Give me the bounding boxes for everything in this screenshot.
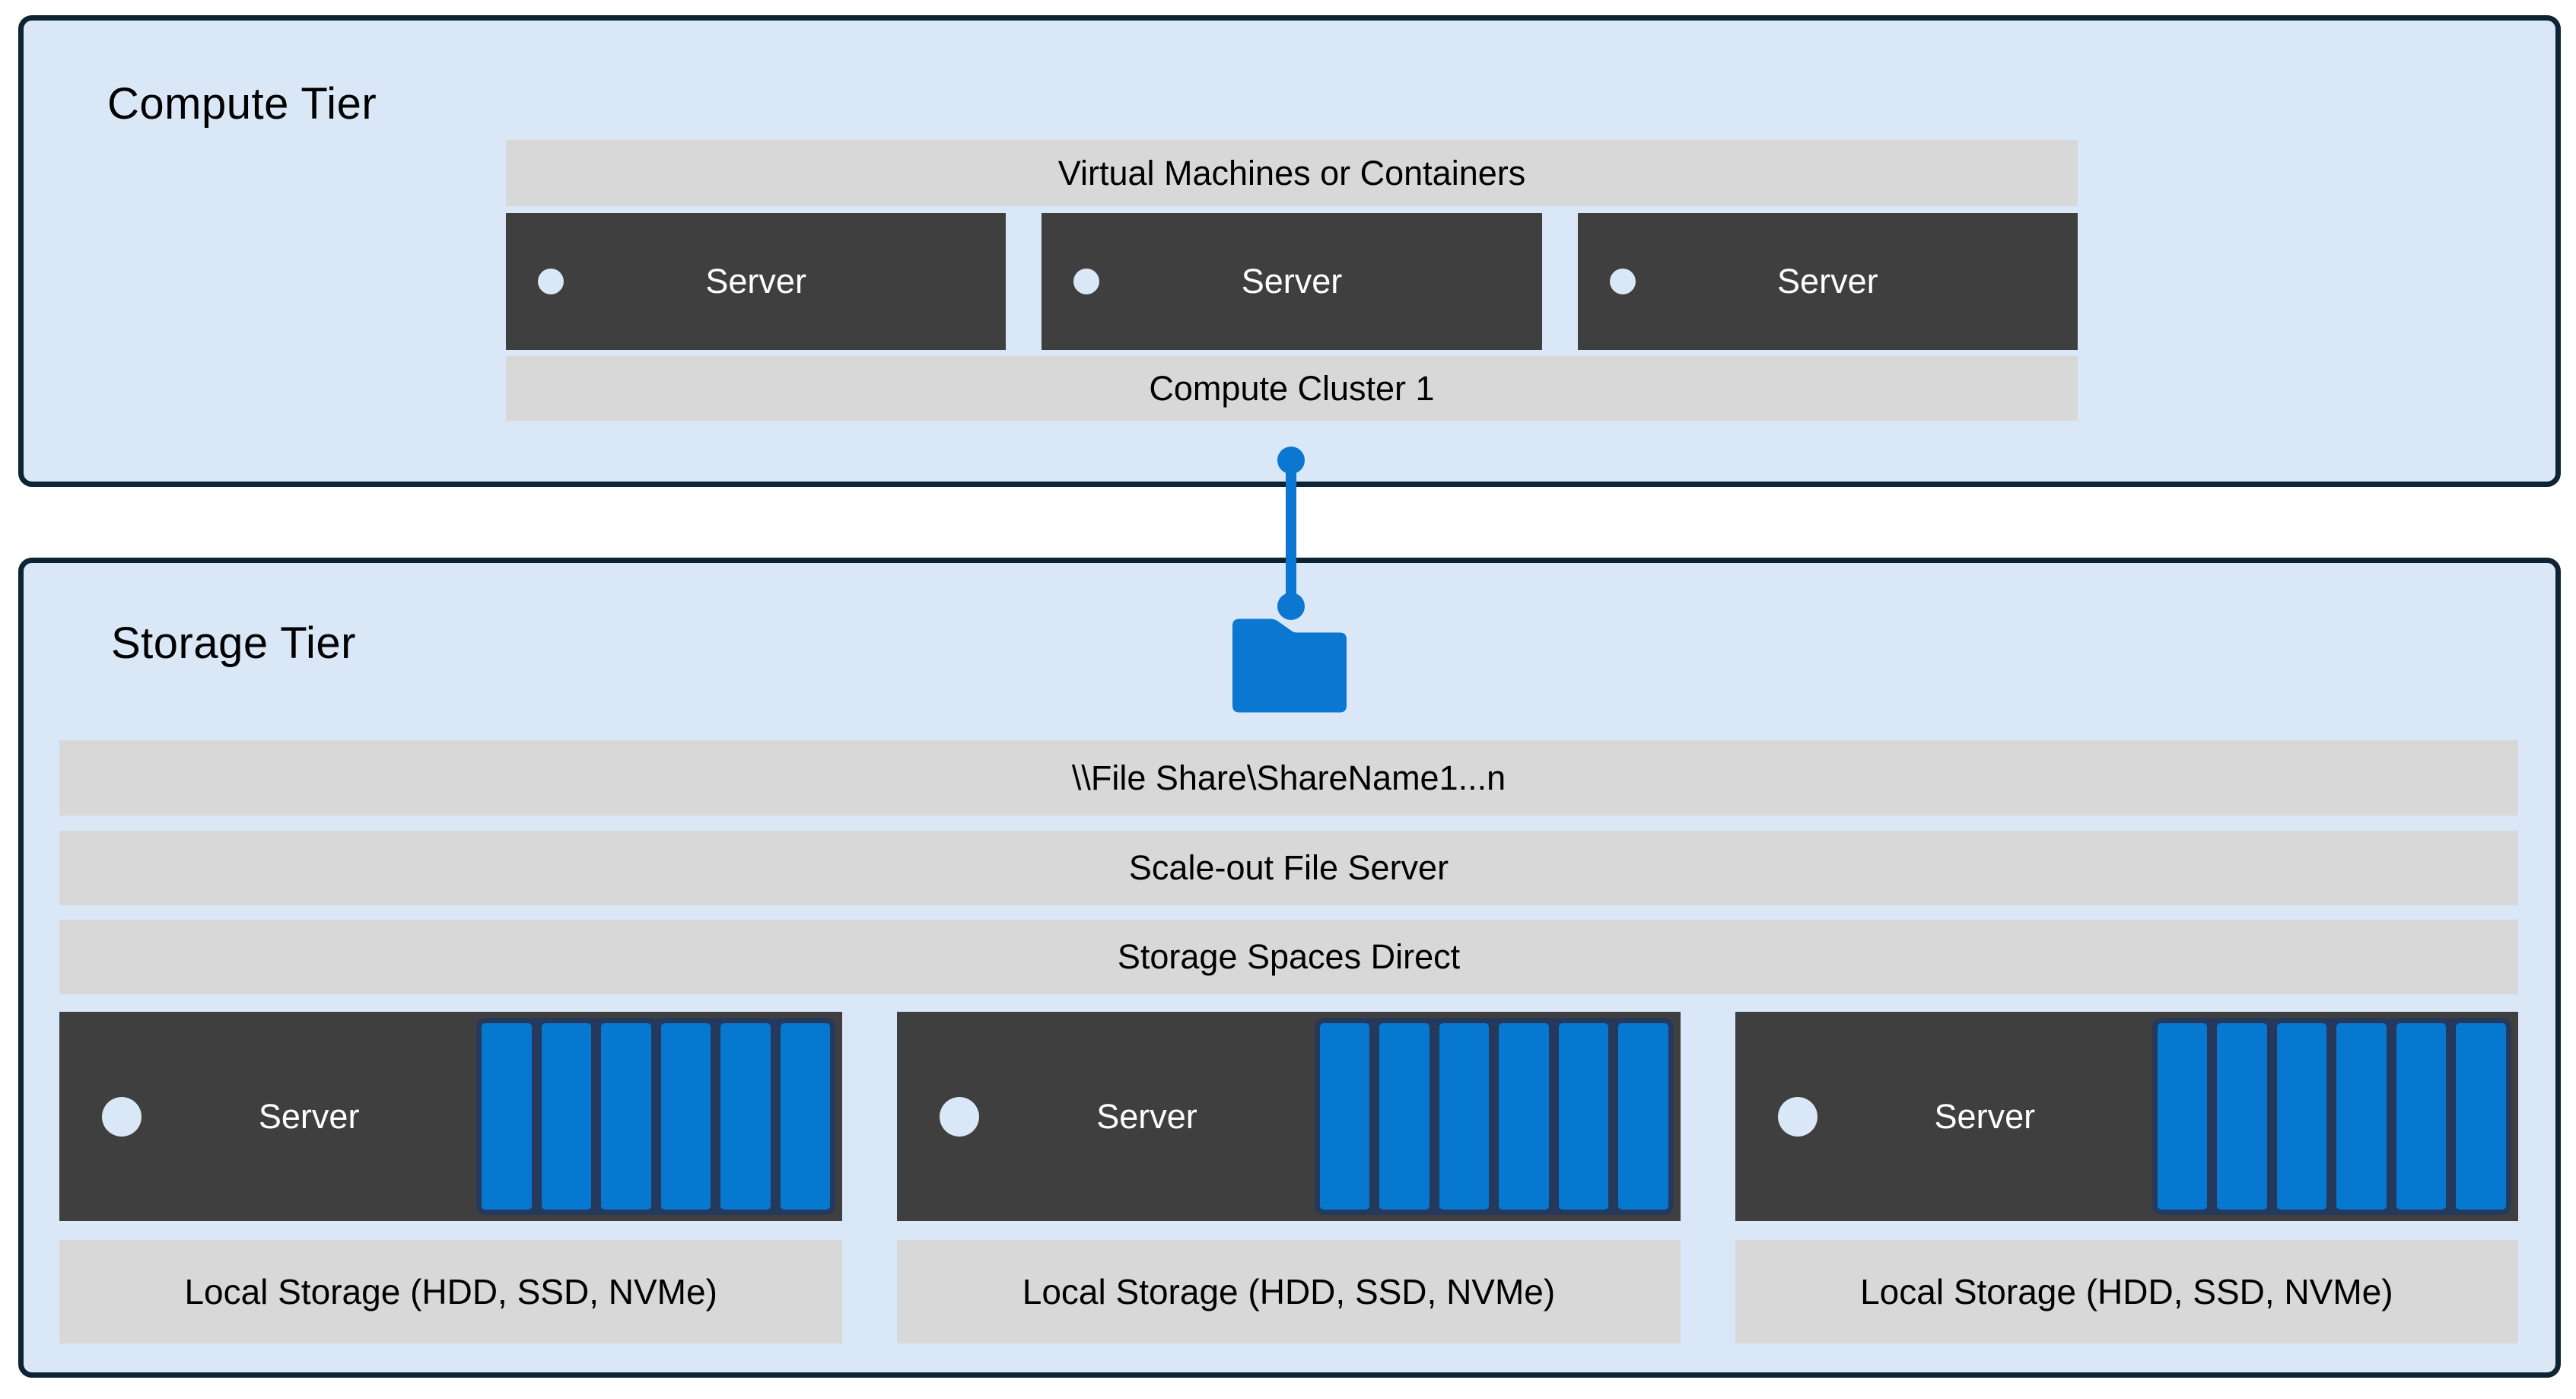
local-storage-row: Local Storage (HDD, SSD, NVMe) Local Sto… [59, 1240, 2518, 1343]
server-label: Server [1934, 1096, 2036, 1136]
connector-endpoint-bottom-dot [1277, 593, 1305, 620]
file-share-path-label: \\File Share\ShareName1...n [1071, 758, 1506, 797]
local-storage-label: Local Storage (HDD, SSD, NVMe) [1022, 1272, 1556, 1312]
server-led-dot [1777, 1096, 1818, 1137]
disk [2396, 1023, 2447, 1210]
compute-server-1: Server [506, 213, 1007, 350]
disk [1439, 1023, 1490, 1210]
local-storage-bar-1: Local Storage (HDD, SSD, NVMe) [59, 1240, 843, 1343]
server-led-dot [940, 1096, 980, 1137]
server-led-dot [538, 269, 564, 294]
local-storage-bar-2: Local Storage (HDD, SSD, NVMe) [897, 1240, 1681, 1343]
disk [541, 1023, 592, 1210]
server-label: Server [705, 262, 806, 300]
disk [1319, 1023, 1370, 1210]
disk [2456, 1023, 2506, 1210]
storage-tier-title: Storage Tier [111, 618, 356, 668]
disk [1499, 1023, 1549, 1210]
disk [1558, 1023, 1609, 1210]
disk [2217, 1023, 2267, 1210]
storage-spaces-direct-label: Storage Spaces Direct [1117, 937, 1461, 976]
server-led-dot [102, 1096, 142, 1137]
disk [2336, 1023, 2387, 1210]
file-share-folder-icon [1226, 618, 1353, 714]
compute-cluster-bar-label: Compute Cluster 1 [1149, 368, 1435, 408]
disk [660, 1023, 711, 1210]
storage-server-row: Server Server Server [59, 1012, 2518, 1221]
disk [720, 1023, 771, 1210]
disk-group [1314, 1018, 1674, 1215]
server-label: Server [1096, 1096, 1197, 1136]
disk [1379, 1023, 1430, 1210]
server-label: Server [1241, 262, 1343, 300]
server-label: Server [258, 1096, 360, 1136]
tier-connector-line [1286, 460, 1296, 607]
storage-spaces-direct-bar: Storage Spaces Direct [59, 920, 2518, 994]
compute-tier-box: Compute Tier Virtual Machines or Contain… [18, 15, 2561, 487]
server-led-dot [1609, 269, 1636, 294]
virtual-machines-bar: Virtual Machines or Containers [506, 140, 2078, 206]
compute-tier-title: Compute Tier [107, 79, 377, 129]
compute-server-3: Server [1577, 213, 2078, 350]
disk [2157, 1023, 2208, 1210]
storage-server-2: Server [897, 1012, 1681, 1221]
compute-server-2: Server [1042, 213, 1542, 350]
local-storage-label: Local Storage (HDD, SSD, NVMe) [1860, 1272, 2393, 1312]
virtual-machines-bar-label: Virtual Machines or Containers [1057, 153, 1526, 192]
compute-cluster-bar: Compute Cluster 1 [506, 356, 2078, 421]
disk-group [2151, 1018, 2511, 1215]
disk [601, 1023, 651, 1210]
connector-endpoint-top-dot [1277, 447, 1305, 474]
compute-server-row: Server Server Server [506, 213, 2078, 350]
disk [1618, 1023, 1668, 1210]
disk [780, 1023, 831, 1210]
disk [2276, 1023, 2327, 1210]
local-storage-label: Local Storage (HDD, SSD, NVMe) [184, 1272, 717, 1312]
storage-server-3: Server [1735, 1012, 2518, 1221]
scale-out-file-server-bar: Scale-out File Server [59, 831, 2518, 905]
scale-out-file-server-label: Scale-out File Server [1128, 848, 1449, 887]
storage-server-1: Server [59, 1012, 843, 1221]
server-led-dot [1073, 269, 1100, 294]
disk [482, 1023, 532, 1210]
disk-group [476, 1018, 836, 1215]
server-label: Server [1777, 262, 1878, 300]
local-storage-bar-3: Local Storage (HDD, SSD, NVMe) [1735, 1240, 2518, 1343]
file-share-path-bar: \\File Share\ShareName1...n [59, 740, 2518, 816]
